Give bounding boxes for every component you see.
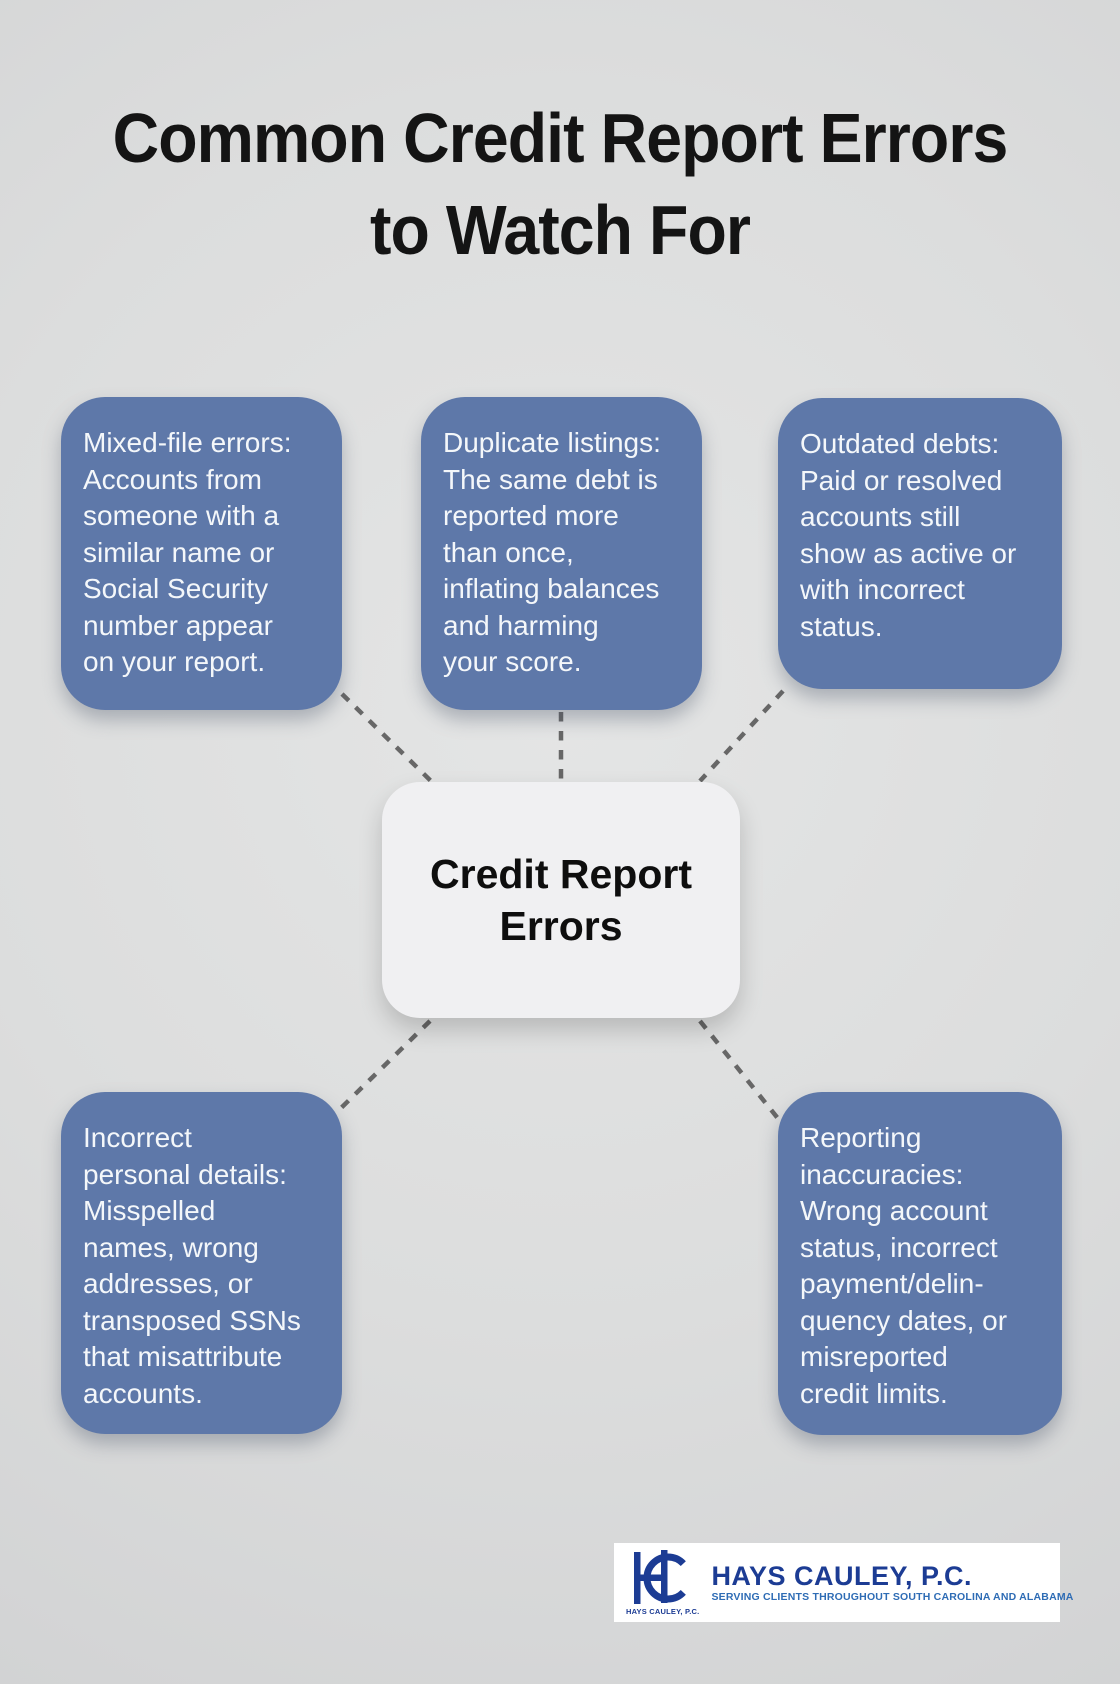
logo-text: HAYS CAULEY, P.C. SERVING CLIENTS THROUG… <box>711 1561 1073 1604</box>
logo-tagline: SERVING CLIENTS THROUGHOUT SOUTH CAROLIN… <box>711 1591 1074 1603</box>
node-duplicate-listings: Duplicate listings: The same debt is rep… <box>421 397 702 710</box>
center-node: Credit Report Errors <box>382 782 740 1018</box>
node-incorrect-personal-details: Incorrect personal details: Misspelled n… <box>61 1092 342 1434</box>
hays-cauley-logo: HAYS CAULEY, P.C. HAYS CAULEY, P.C. SERV… <box>614 1543 1073 1622</box>
hc-monogram-icon <box>633 1549 693 1604</box>
logo-caption: HAYS CAULEY, P.C. <box>626 1606 700 1616</box>
node-mixed-file-errors: Mixed-file errors: Accounts from someone… <box>61 397 342 710</box>
node-reporting-inaccuracies: Reporting inaccuracies: Wrong account st… <box>778 1092 1062 1435</box>
connector-bottom-left <box>338 1019 432 1111</box>
connector-top-left <box>340 692 433 783</box>
connector-bottom-right <box>698 1019 782 1123</box>
hc-monogram: HAYS CAULEY, P.C. <box>626 1549 700 1616</box>
page-title: Common Credit Report Errors to Watch For <box>112 99 1009 269</box>
node-outdated-debts: Outdated debts: Paid or resolved account… <box>778 398 1062 689</box>
logo-firm-name: HAYS CAULEY, P.C. <box>711 1561 973 1591</box>
center-node-label: Credit Report Errors <box>430 851 692 949</box>
connector-top-right <box>698 689 785 783</box>
